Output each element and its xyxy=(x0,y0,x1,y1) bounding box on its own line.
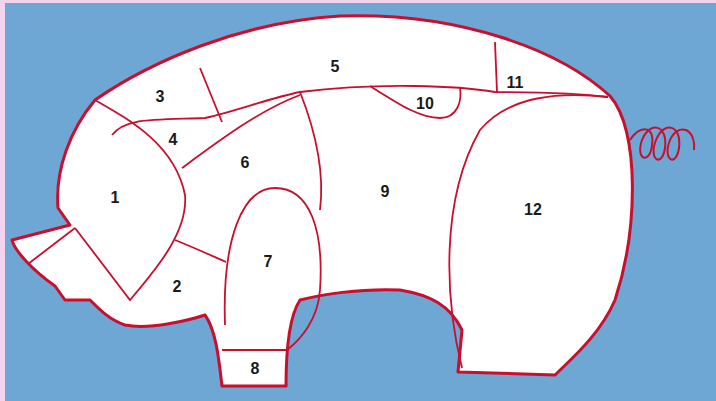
callout-number: 5 xyxy=(331,59,340,75)
frame-edge xyxy=(0,0,716,3)
head-cut xyxy=(75,100,185,300)
callout-number: 1 xyxy=(111,190,120,206)
cut-lines xyxy=(28,42,608,368)
hock-cut xyxy=(225,188,321,350)
callout-number: 8 xyxy=(251,361,260,377)
collar-cut xyxy=(200,68,222,122)
callout-number: 10 xyxy=(416,96,434,112)
shoulder-cut xyxy=(300,92,321,210)
ham-cut xyxy=(449,95,608,368)
callout-number: 4 xyxy=(169,132,178,148)
tenderloin-cut xyxy=(370,86,460,118)
tail xyxy=(630,128,694,160)
snout-cut xyxy=(28,228,75,264)
pig-outline xyxy=(12,16,632,386)
callout-number: 9 xyxy=(381,184,390,200)
callout-number: 6 xyxy=(241,155,250,171)
callout-number: 11 xyxy=(507,75,524,91)
trotter-cut xyxy=(222,349,287,351)
callout-number: 7 xyxy=(264,254,273,270)
callout-number: 3 xyxy=(156,89,165,105)
callout-number: 2 xyxy=(173,279,182,295)
jowl-cut xyxy=(175,240,226,262)
rump-cut xyxy=(495,42,497,92)
frame-edge xyxy=(0,0,5,401)
callout-number: 12 xyxy=(524,202,542,218)
loin-cut xyxy=(112,86,608,135)
